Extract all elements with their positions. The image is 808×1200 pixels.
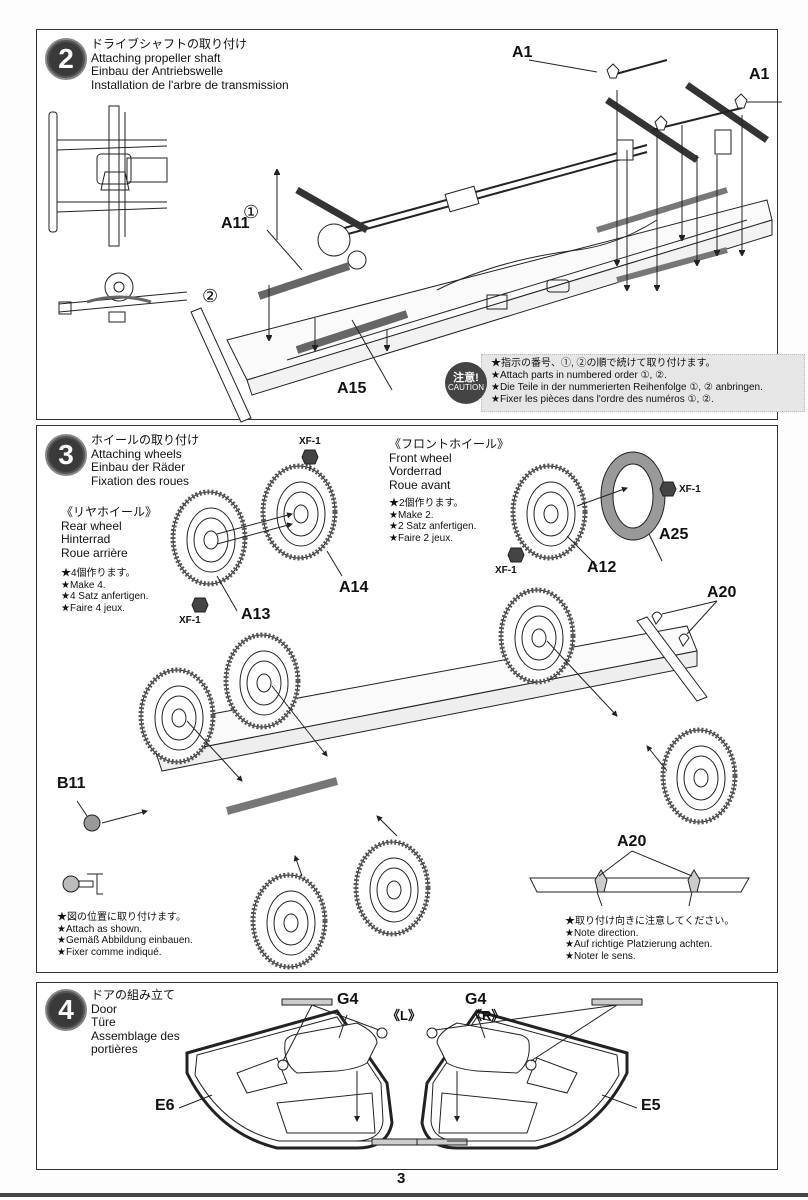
part-label-a12: A12 — [587, 559, 617, 576]
part-label-a15: A15 — [337, 380, 367, 397]
caution-badge-en: CAUTION — [448, 383, 484, 392]
note-en: ★Make 2. — [389, 509, 434, 521]
heading-jp: 《リヤホイール》 — [61, 505, 158, 519]
part-label-a1: A1 — [749, 66, 770, 83]
title-de: Türe — [91, 1015, 116, 1029]
part-label-a14: A14 — [339, 579, 369, 596]
part-label-e5: E5 — [641, 1097, 661, 1114]
caution-box — [481, 354, 805, 412]
heading-fr: Roue avant — [389, 477, 451, 492]
note-de: ★4 Satz anfertigen. — [61, 591, 149, 602]
note-de: ★Gemäß Abbildung einbauen. — [57, 935, 193, 946]
propeller-shaft-diagram — [190, 59, 782, 423]
note-en: ★Note direction. — [565, 927, 639, 939]
note-jp: ★4個作ります。 — [61, 568, 136, 579]
caution-badge-jp: 注意! — [453, 372, 479, 384]
wheels-diagram — [62, 449, 750, 974]
step-4-panel: 4 ドアの組み立て Door Türe Assemblage des porti… — [36, 982, 778, 1170]
title-jp: ドライブシャフトの取り付け — [91, 37, 248, 51]
caution-line-fr: ★Fixer les pièces dans l'ordre des numér… — [491, 394, 714, 405]
note-direction-note: ★取り付け向きに注意してください。 ★Note direction. ★Auf … — [565, 916, 734, 962]
attach-as-shown-note: ★図の位置に取り付けます。 ★Attach as shown. ★Gemäß A… — [57, 912, 193, 958]
step-number-badge: 3 — [45, 434, 87, 476]
rear-wheel-quantity-note: ★4個作ります。 ★Make 4. ★4 Satz anfertigen. ★F… — [61, 568, 148, 614]
page-bottom-rule — [0, 1193, 808, 1197]
title-fr-cont: portières — [91, 1042, 138, 1056]
title-jp: ホイールの取り付け — [91, 433, 200, 447]
caution-note: 注意! CAUTION ★指示の番号、①, ②の順で続けて取り付けます。 ★At… — [445, 354, 805, 412]
heading-de: Hinterrad — [61, 532, 111, 546]
caution-badge-icon: 注意! CAUTION — [445, 362, 487, 404]
title-en: Door — [91, 1001, 118, 1016]
part-label-b11: B11 — [57, 775, 86, 792]
part-label-a20: A20 — [707, 584, 737, 601]
paint-label-xf1: XF-1 — [299, 436, 321, 447]
caution-line-jp: ★指示の番号、①, ②の順で続けて取り付けます。 — [491, 358, 716, 369]
heading-jp: 《フロントホイール》 — [389, 437, 510, 451]
paint-label-xf1: XF-1 — [495, 565, 517, 576]
part-label-a11: A11 — [221, 215, 250, 232]
paint-label-xf1: XF-1 — [679, 484, 701, 495]
front-wheel-quantity-note: ★2個作ります。 ★Make 2. ★2 Satz anfertigen. ★F… — [389, 498, 476, 544]
title-de: Einbau der Räder — [91, 460, 186, 474]
note-en: ★Attach as shown. — [57, 923, 143, 935]
note-de: ★2 Satz anfertigen. — [389, 521, 477, 532]
title-fr: Assemblage des — [91, 1028, 180, 1043]
note-de: ★Auf richtige Platzierung achten. — [565, 939, 713, 950]
step-title: ホイールの取り付け Attaching wheels Einbau der Rä… — [91, 433, 200, 488]
heading-en: Rear wheel — [61, 518, 122, 533]
note-jp: ★取り付け向きに注意してください。 — [565, 916, 735, 927]
step-3-panel: 3 ホイールの取り付け Attaching wheels Einbau der … — [36, 425, 778, 973]
heading-fr: Roue arrière — [61, 545, 128, 560]
part-label-g4: G4 — [465, 991, 487, 1008]
axle-reference-diagram — [48, 105, 188, 323]
note-en: ★Make 4. — [61, 579, 106, 591]
note-jp: ★図の位置に取り付けます。 — [57, 912, 186, 923]
title-fr: Fixation des roues — [91, 473, 190, 488]
right-door-label: 《R》 — [469, 1008, 505, 1023]
part-label-a20: A20 — [617, 833, 647, 850]
part-label-a25: A25 — [659, 526, 689, 543]
note-jp: ★2個作ります。 — [389, 498, 464, 509]
title-fr: Installation de l'arbre de transmission — [91, 77, 289, 92]
heading-de: Vorderrad — [389, 464, 442, 478]
part-label-a1: A1 — [512, 44, 533, 61]
step-title: ドライブシャフトの取り付け Attaching propeller shaft … — [91, 37, 289, 92]
part-label-a13: A13 — [241, 606, 271, 623]
part-label-e6: E6 — [155, 1097, 175, 1114]
paint-label-xf1: XF-1 — [179, 615, 201, 626]
note-fr: ★Noter le sens. — [565, 950, 636, 962]
caution-text: ★指示の番号、①, ②の順で続けて取り付けます。 ★Attach parts i… — [491, 358, 763, 406]
step-2-panel: 2 ドライブシャフトの取り付け Attaching propeller shaf… — [36, 29, 805, 423]
page-number: 3 — [397, 1170, 406, 1187]
order-marker-2: ② — [202, 286, 219, 306]
title-jp: ドアの組み立て — [91, 988, 176, 1002]
front-wheel-heading: 《フロントホイール》 Front wheel Vorderrad Roue av… — [389, 437, 510, 492]
title-de: Einbau der Antriebswelle — [91, 64, 224, 78]
step-number-badge: 4 — [45, 989, 87, 1031]
heading-en: Front wheel — [389, 450, 452, 465]
door-assembly-diagram — [178, 998, 643, 1150]
part-label-g4: G4 — [337, 991, 359, 1008]
title-en: Attaching wheels — [91, 446, 182, 461]
title-en: Attaching propeller shaft — [91, 50, 221, 65]
note-fr: ★Faire 4 jeux. — [61, 602, 125, 614]
caution-line-de: ★Die Teile in der nummerierten Reihenfol… — [491, 382, 763, 393]
order-marker-1: ① — [243, 202, 260, 222]
step-title: ドアの組み立て Door Türe Assemblage des portièr… — [91, 988, 180, 1057]
left-door-label: 《L》 — [387, 1008, 421, 1023]
note-fr: ★Faire 2 jeux. — [389, 532, 453, 544]
step-number-badge: 2 — [45, 38, 87, 80]
note-fr: ★Fixer comme indiqué. — [57, 946, 162, 958]
caution-line-en: ★Attach parts in numbered order ①, ②. — [491, 370, 667, 381]
rear-wheel-heading: 《リヤホイール》 Rear wheel Hinterrad Roue arriè… — [61, 505, 158, 560]
